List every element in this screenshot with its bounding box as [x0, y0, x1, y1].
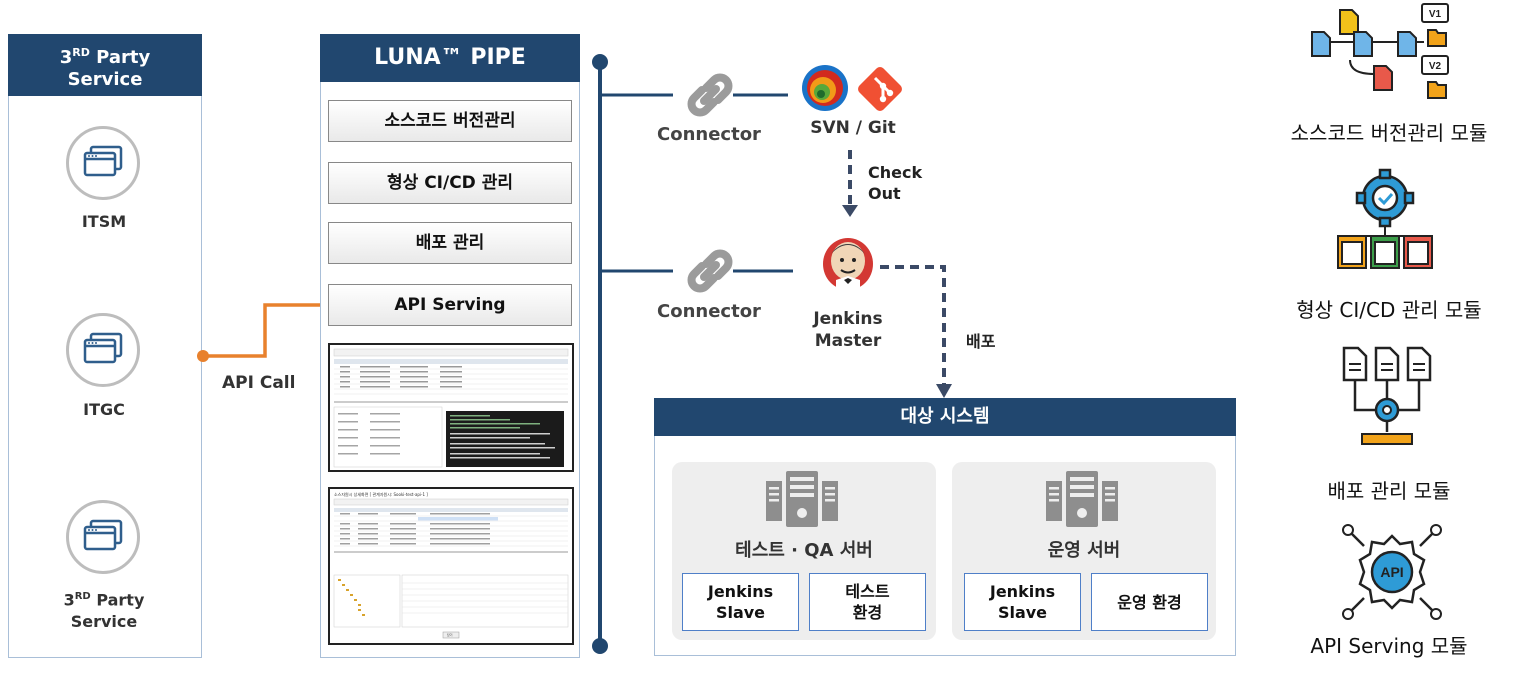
service-label-itgc: ITGC [83, 400, 125, 419]
module-label-version-control: 소스코드 버전관리 모듈 [1290, 121, 1488, 145]
server-rack-icon [766, 471, 838, 527]
menu-api-serving[interactable]: API Serving [328, 284, 572, 326]
connector-label-1: Connector [657, 124, 761, 145]
api-call-connector [197, 299, 334, 362]
jenkins-master-label: Jenkins Master [813, 309, 883, 351]
svg-text:V1: V1 [1429, 9, 1442, 20]
itgc-window-icon [66, 313, 140, 387]
checkout-label: Check Out [868, 163, 923, 203]
svn-git-label: SVN / Git [810, 118, 896, 138]
checkout-arrow [842, 150, 858, 217]
itsm-window-icon [66, 126, 140, 200]
svg-text:API: API [1380, 564, 1403, 580]
api-icon: API [1342, 524, 1442, 620]
api-call-label: API Call [222, 373, 296, 393]
module-label-api-serving: API Serving 모듈 [1310, 634, 1468, 658]
module-label-cicd: 형상 CI/CD 관리 모듈 [1296, 298, 1482, 322]
server-rack-icon [1046, 471, 1118, 527]
link-chain-icon [687, 73, 733, 117]
prod-server-title: 운영 서버 [1047, 540, 1121, 561]
luna-pipe-title: LUNA™ PIPE [320, 34, 580, 82]
version-control-icon: V1 V2 [1311, 3, 1449, 99]
git-logo-icon [858, 67, 902, 111]
target-system-title: 대상 시스템 [654, 398, 1236, 436]
service-label-third-party: 3RD Party Service [63, 590, 145, 632]
screenshot-thumbnail-2: 소스자원시 상세화면 [ 관계자원시: Sooki-test-api-1 ] [328, 487, 574, 645]
test-qa-server-title: 테스트 · QA 서버 [735, 540, 873, 561]
thumbnail-2-close-button: 닫기 [447, 633, 453, 637]
menu-cicd-management[interactable]: 형상 CI/CD 관리 [328, 162, 572, 204]
screenshot-thumbnail-1 [328, 343, 574, 472]
svg-text:V2: V2 [1429, 61, 1442, 72]
module-label-deploy: 배포 관리 모듈 [1327, 479, 1451, 503]
menu-deploy-management[interactable]: 배포 관리 [328, 222, 572, 264]
menu-source-version-control[interactable]: 소스코드 버전관리 [328, 100, 572, 142]
thumbnail-2-title: 소스자원시 상세화면 [ 관계자원시: Sooki-test-api-1 ] [334, 492, 428, 497]
cicd-gear-icon [1337, 168, 1433, 269]
deploy-label: 배포 [966, 332, 996, 351]
link-chain-icon [687, 249, 733, 293]
third-party-window-icon [66, 500, 140, 574]
svn-logo-icon [802, 65, 848, 111]
deploy-arrow [880, 265, 952, 398]
prod-environment-box: 운영 환경 [1091, 573, 1208, 631]
connector-label-2: Connector [657, 301, 761, 322]
deploy-icon [1342, 346, 1432, 445]
service-label-itsm: ITSM [81, 212, 127, 231]
pipeline-bus [592, 54, 793, 654]
third-party-panel-title: 3RD Party Service [8, 34, 202, 96]
jenkins-butler-icon [823, 238, 873, 294]
